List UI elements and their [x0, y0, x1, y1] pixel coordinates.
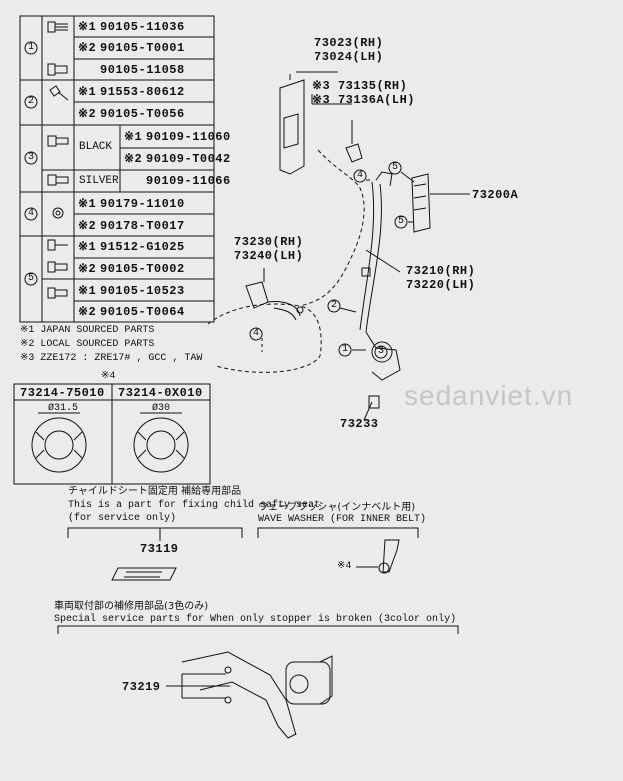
belt-anchor-assembly-icon [181, 651, 333, 739]
callout-73023: 73023(RH) [314, 36, 384, 50]
color-label: SILVER [79, 175, 119, 187]
mark: ※1 [78, 85, 97, 99]
note-3: ※3 ZZE172 : ZRE17# , GCC , TAW [20, 353, 203, 364]
part-number: 90105-11058 [100, 63, 185, 77]
part-number: 90178-T0017 [100, 219, 185, 233]
mark: ※1 [78, 284, 97, 298]
wave-washer-icon [378, 562, 390, 574]
callout-73230: 73230(RH) [234, 235, 304, 249]
callout-circle-4: 4 [253, 328, 260, 339]
child-seat-en2: (for service only) [68, 513, 177, 524]
wave-washer-mark: ※4 [337, 561, 352, 572]
color-label: BLACK [79, 141, 113, 153]
child-seat-en1: This is a part for fixing child safty se… [68, 500, 321, 511]
row-number: 1 [28, 42, 35, 53]
mark: ※1 [78, 197, 97, 211]
callout-73240: 73240(LH) [234, 249, 304, 263]
callout-73233: 73233 [340, 417, 379, 431]
callout-circle-4: 4 [357, 170, 364, 181]
stopper-dim-1: Ø31.5 [48, 403, 79, 414]
mark: ※2 [78, 107, 97, 121]
stopper-ring-icon [31, 412, 87, 473]
callout-circle-5: 5 [398, 216, 405, 227]
special-en: Special service parts for When only stop… [54, 614, 457, 625]
belt-guide-cover-icon [279, 71, 338, 175]
callout-circle-1: 1 [342, 344, 349, 355]
callout-circle-5: 5 [392, 162, 399, 173]
row-number: 4 [28, 208, 35, 219]
inner-belt-icon [382, 539, 400, 573]
special-jp: 車両取付部の補修用部品(3色のみ) [54, 601, 209, 612]
bolt-icon [47, 21, 69, 299]
stopper-dim-2: Ø30 [152, 403, 171, 414]
part-number: 90109-T0042 [146, 152, 231, 166]
part-number: 91512-G1025 [100, 240, 185, 254]
mark: ※1 [78, 240, 97, 254]
child-seat-anchor-icon [111, 567, 177, 581]
mark: ※1 [124, 130, 143, 144]
row-number: 2 [28, 96, 35, 107]
part-number: 90105-T0056 [100, 107, 185, 121]
part-number: 90105-T0001 [100, 41, 185, 55]
part-number: 90105-T0064 [100, 305, 185, 319]
callout-73024: 73024(LH) [314, 50, 384, 64]
row-number: 5 [28, 273, 35, 284]
note-1: ※1 JAPAN SOURCED PARTS [20, 325, 155, 336]
mark: ※2 [78, 262, 97, 276]
wave-washer-jp: ウェーブワッシャ(インナベルト用) [258, 502, 416, 513]
callout-circle-3: 3 [378, 346, 385, 357]
callout-73210: 73210(RH) [406, 264, 476, 278]
part-number: 90179-11010 [100, 197, 185, 211]
callout-73200: 73200A [472, 188, 519, 202]
mark: ※1 [78, 20, 97, 34]
child-seat-part: 73119 [140, 542, 179, 556]
stopper-part-2: 73214-0X010 [118, 386, 203, 400]
mark: ※2 [78, 41, 97, 55]
wave-washer-en: WAVE WASHER (FOR INNER BELT) [258, 514, 427, 525]
row-number: 3 [28, 152, 35, 163]
bolt-icon [368, 395, 380, 409]
part-number: 90109-11066 [146, 174, 231, 188]
buckle-icon [245, 281, 304, 321]
height-adjuster-icon [411, 173, 431, 233]
mark: ※2 [124, 152, 143, 166]
mark: ※2 [78, 305, 97, 319]
callout-73135: ※3 73135(RH) [312, 79, 408, 93]
part-number: 90105-10523 [100, 284, 185, 298]
part-number: 91553-80612 [100, 85, 185, 99]
watermark: sedanviet.vn [404, 380, 574, 411]
belt-guide-icon [345, 143, 363, 163]
note-2: ※2 LOCAL SOURCED PARTS [20, 339, 155, 350]
mark: ※2 [78, 219, 97, 233]
stopper-ring-icon [133, 412, 189, 473]
stopper-part-1: 73214-75010 [20, 386, 105, 400]
part-number: 90105-T0002 [100, 262, 185, 276]
callout-circle-2: 2 [331, 300, 338, 311]
child-seat-jp: チャイルドシート固定用 補給専用部品 [68, 486, 242, 497]
special-part: 73219 [122, 680, 161, 694]
part-number: 90105-11036 [100, 20, 185, 34]
stopper-mark: ※4 [101, 371, 116, 382]
part-number: 90109-11060 [146, 130, 231, 144]
callout-73136: ※3 73136A(LH) [312, 93, 415, 107]
callout-73220: 73220(LH) [406, 278, 476, 292]
